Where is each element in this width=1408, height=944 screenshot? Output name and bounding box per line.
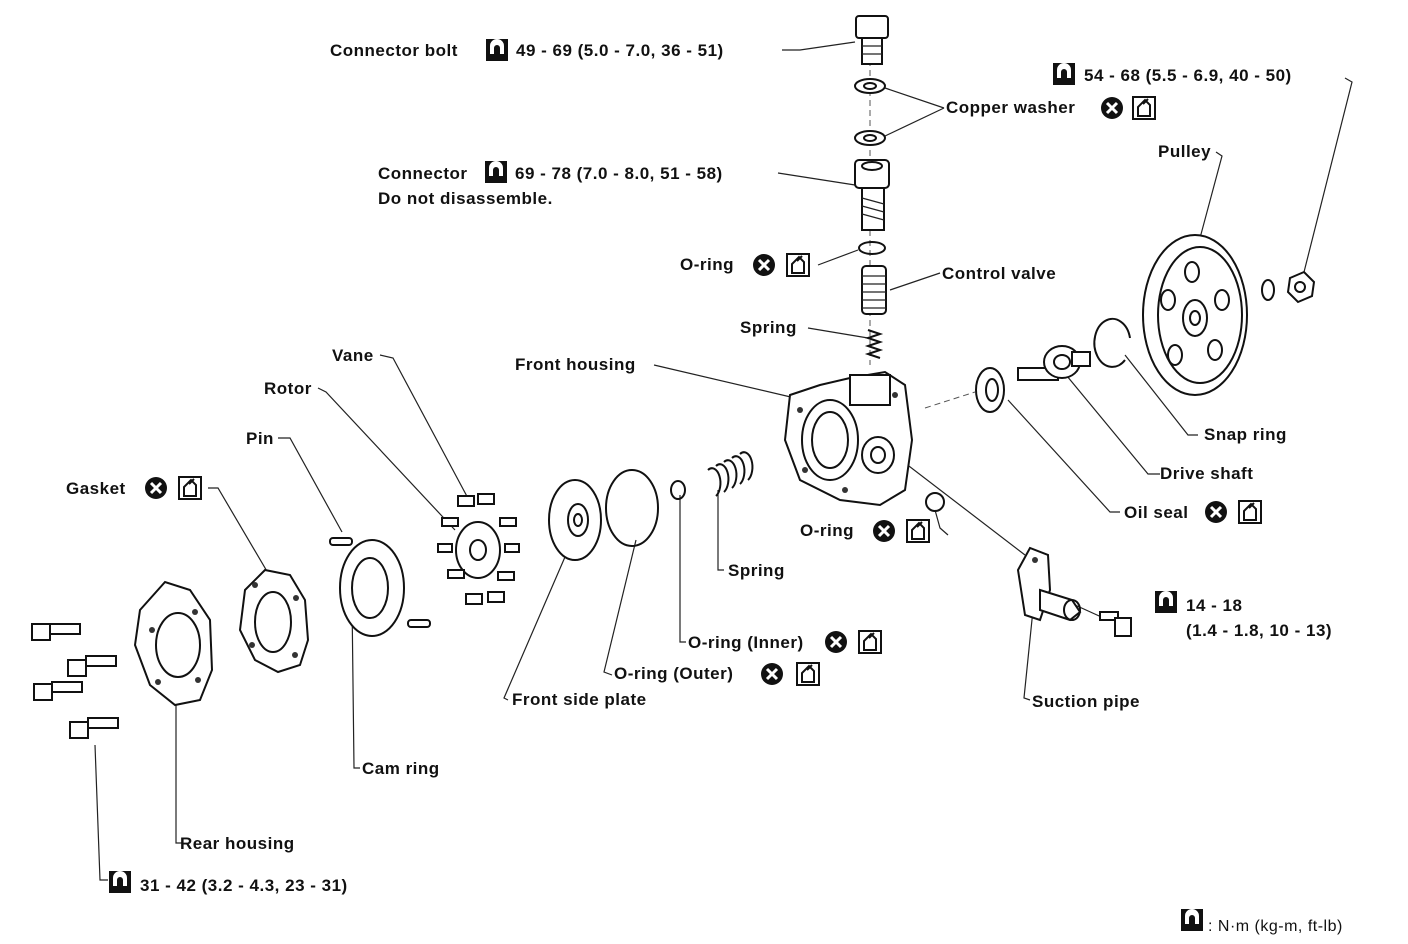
label-pulley: Pulley: [1158, 142, 1212, 161]
suction-pipe-bolt-part: [1099, 611, 1132, 637]
connector-part: [854, 159, 890, 231]
torque-wrench-icon: [1155, 591, 1177, 613]
gasket-part: [238, 568, 310, 674]
do-not-reuse-icon: [873, 520, 895, 542]
do-not-reuse-icon: [761, 663, 783, 685]
connector-bolt-part: [855, 15, 889, 65]
label-suction-pipe: Suction pipe: [1032, 692, 1140, 711]
torque-pulley-nut: 54 - 68 (5.5 - 6.9, 40 - 50): [1084, 66, 1292, 85]
label-spring-top: Spring: [740, 318, 797, 337]
do-not-reuse-icon: [825, 631, 847, 653]
pulley-nut-part: [1261, 270, 1316, 304]
suction-pipe-part: [1016, 546, 1082, 622]
apply-fluid-icon: [1238, 500, 1262, 524]
torque-wrench-icon: [1053, 63, 1075, 85]
front-housing-part: [783, 370, 914, 507]
label-oil-seal: Oil seal: [1124, 503, 1189, 522]
drive-shaft-part: [1017, 345, 1091, 381]
apply-fluid-icon: [786, 253, 810, 277]
cam-ring-part: [339, 539, 405, 637]
rear-housing-part: [133, 580, 214, 707]
torque-suction-bolt-1: 14 - 18: [1186, 596, 1243, 615]
label-o-ring-inner: O-ring (Inner): [688, 633, 804, 652]
torque-wrench-icon: [1181, 909, 1203, 931]
torque-wrench-icon: [486, 39, 508, 61]
o-ring-outer-part: [605, 469, 659, 547]
apply-fluid-icon: [858, 630, 882, 654]
do-not-reuse-icon: [145, 477, 167, 499]
label-o-ring-mid: O-ring: [800, 521, 854, 540]
o-ring-top-part: [858, 241, 886, 255]
torque-suction-bolt-2: (1.4 - 1.8, 10 - 13): [1186, 621, 1333, 640]
rear-bolts-part: [31, 623, 119, 739]
torque-wrench-icon: [109, 871, 131, 893]
label-front-side-plate: Front side plate: [512, 690, 647, 709]
label-connector: Connector: [378, 164, 468, 183]
spring-top-part: [864, 329, 884, 359]
label-pin: Pin: [246, 429, 274, 448]
label-o-ring-top: O-ring: [680, 255, 734, 274]
label-control-valve: Control valve: [942, 264, 1057, 283]
oil-seal-part: [975, 367, 1005, 413]
label-vane: Vane: [332, 346, 374, 365]
label-snap-ring: Snap ring: [1204, 425, 1287, 444]
label-rotor: Rotor: [264, 379, 312, 398]
label-rear-housing: Rear housing: [180, 834, 295, 853]
label-o-ring-outer: O-ring (Outer): [614, 664, 734, 683]
pulley-part: [1142, 234, 1248, 396]
o-ring-inner-part: [670, 480, 686, 500]
rotor-vane-part: [437, 493, 520, 605]
apply-fluid-icon: [178, 476, 202, 500]
apply-fluid-icon: [1132, 96, 1156, 120]
label-drive-shaft: Drive shaft: [1160, 464, 1254, 483]
torque-connector-bolt: 49 - 69 (5.0 - 7.0, 36 - 51): [516, 41, 724, 60]
torque-rear-bolts: 31 - 42 (3.2 - 4.3, 23 - 31): [140, 876, 348, 895]
snap-ring-part: [1093, 317, 1131, 368]
apply-fluid-icon: [906, 519, 930, 543]
o-ring-mid-part: [925, 492, 945, 512]
label-copper-washer: Copper washer: [946, 98, 1076, 117]
label-front-housing: Front housing: [515, 355, 636, 374]
label-cam-ring: Cam ring: [362, 759, 440, 778]
pin-part: [329, 537, 431, 628]
torque-wrench-icon: [485, 161, 507, 183]
copper-washer-part: [854, 78, 886, 146]
do-not-reuse-icon: [1101, 97, 1123, 119]
label-gasket: Gasket: [66, 479, 126, 498]
label-spring-mid: Spring: [728, 561, 785, 580]
torque-connector: 69 - 78 (7.0 - 8.0, 51 - 58): [515, 164, 723, 183]
legend-torque-unit: : N·m (kg-m, ft-lb): [1208, 918, 1343, 935]
control-valve-part: [861, 265, 887, 315]
do-not-reuse-icon: [753, 254, 775, 276]
note-connector: Do not disassemble.: [378, 189, 553, 208]
front-side-plate-part: [548, 479, 602, 561]
do-not-reuse-icon: [1205, 501, 1227, 523]
apply-fluid-icon: [796, 662, 820, 686]
label-connector-bolt: Connector bolt: [330, 41, 458, 60]
leader-lines: [94, 41, 1353, 881]
spring-mid-part: [707, 451, 754, 497]
